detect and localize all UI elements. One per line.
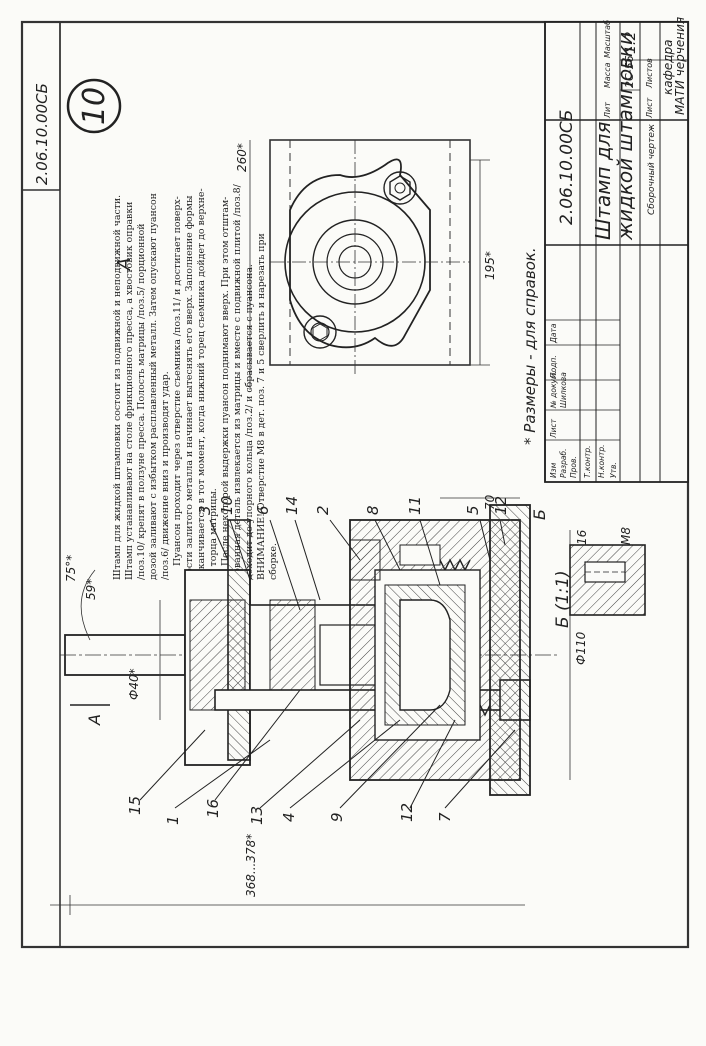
sheet-number: 10 [77,87,112,125]
dim-shank-diameter: Ф40* [127,668,141,700]
footnote: * Размеры - для справок. [521,247,539,445]
balloon-2: 2 [314,505,332,515]
title-name-line1: Штамп для [591,122,615,240]
title-block: 2.06.10.00СБ Штамп для жидкой штамповки … [544,17,689,483]
part-callout-numbers: 15 1 16 13 4 9 12 7 3 10 6 14 2 8 11 5 1… [126,496,510,825]
balloon-15: 15 [126,796,144,815]
svg-text:Штамп для жидкой штамповки сос: Штамп для жидкой штамповки состоит из по… [112,181,279,580]
row-col4: Подп. [549,355,558,378]
sheet-border [20,20,690,949]
note-line: Штамп устанавливают на столе фрикционног… [124,202,135,580]
dim-overall-height: 368...378* [244,834,258,897]
dim-59: 59* [84,579,98,600]
dim-base-diameter: Ф110 [574,631,588,665]
row-role: Изм [549,462,558,478]
note-line: пованная деталь извлекается из матрицы и… [232,183,243,580]
balloon-4: 4 [280,812,298,822]
balloon-12: 12 [398,803,416,822]
balloon-8: 8 [364,505,382,515]
row-col5: Дата [549,323,558,344]
note-line: дозой заливают с избытком расплавленный … [148,193,159,580]
balloon-13: 13 [248,806,266,825]
note-line: доходит до упорного кольца /поз.2/ и сбр… [244,264,255,580]
detail-b-title: Б (1:1) [553,570,573,628]
row-role: Разраб. [559,449,568,478]
title-name-line2: жидкой штамповки [613,32,637,241]
detail-b: Б Б (1:1) 16 М8 [530,509,646,628]
balloon-6: 6 [254,505,272,515]
balloon-3: 3 [196,505,214,515]
dim-70: 70 [483,494,497,510]
note-line: сборке. [268,543,279,580]
sheet-number-badge: 10 [66,78,122,134]
dim-thread: М8 [619,527,633,545]
row-col3: Шилкова [559,372,568,408]
view-a-label: А [114,258,135,271]
row-role: Н.контр. [597,444,606,478]
row-role: Пров. [569,456,578,478]
balloon-11: 11 [406,496,424,515]
row-col3: № докум. [549,371,558,409]
title-scale-value: 1:2 [623,31,639,54]
title-head-scale: Масштаб [603,20,612,58]
balloon-5: 5 [464,505,482,515]
note-line: го торца матрицы. [208,488,219,580]
title-code: 2.06.10.00СБ [557,110,577,225]
balloon-10: 10 [218,496,236,515]
balloon-9: 9 [328,812,346,822]
balloon-7: 7 [436,812,454,822]
part-callouts [139,519,516,809]
assembly-note: Штамп для жидкой штамповки состоит из по… [112,181,279,580]
row-role: Т.контр. [583,445,592,478]
note-line: /поз.10/ крепят в ползуне пресса. Полост… [136,224,147,581]
note-line: заканчивается в тот момент, когда нижний… [196,188,207,580]
title-name-sub: Сборочный чертеж [647,123,657,215]
note-line: Пуансон проходит через отверстие съемник… [172,196,183,566]
title-mass-value: 2С-56 [623,55,636,88]
dim-angle-75: 75°* [64,555,78,582]
title-head-mass: Масса [603,62,612,88]
row-col2: Лист [549,418,558,439]
plan-view-a: 195* 260* [235,139,497,390]
title-org-line2: МАТИ черчения [673,17,687,115]
note-line: После некоторой выдержки пуансон поднима… [220,197,231,566]
side-code: 2.06.10.00СБ [33,83,51,185]
title-sheet-label: Лист [645,97,654,119]
title-org-line1: кафедра [661,39,675,95]
title-sheets-label: Листов [645,58,654,89]
section-a-mark: А [85,714,104,726]
dim-260: 260* [235,143,249,172]
note-line: ности залитого металла и начинает вытесн… [184,195,195,580]
note-line: ВНИМАНИЕ! Отверстие М8 в дет. поз. 7 и 5… [256,233,267,580]
title-head-lit: Лит [603,102,612,119]
dim-195: 195* [483,251,497,280]
balloon-1: 1 [164,815,182,825]
balloon-14: 14 [283,496,301,515]
balloon-16: 16 [204,799,222,818]
note-line: Штамп для жидкой штамповки состоит из по… [112,195,123,580]
section-b-mark: Б [530,509,549,520]
dim-16: 16 [575,529,589,545]
balloon-12b: 12 [492,496,510,515]
row-role: Утв. [609,462,618,478]
section-view: Ф40* 75°* 59* Ф110 70 368...378* А [50,494,588,915]
note-line: /поз.6/ движение вниз и производят удар. [160,371,171,580]
